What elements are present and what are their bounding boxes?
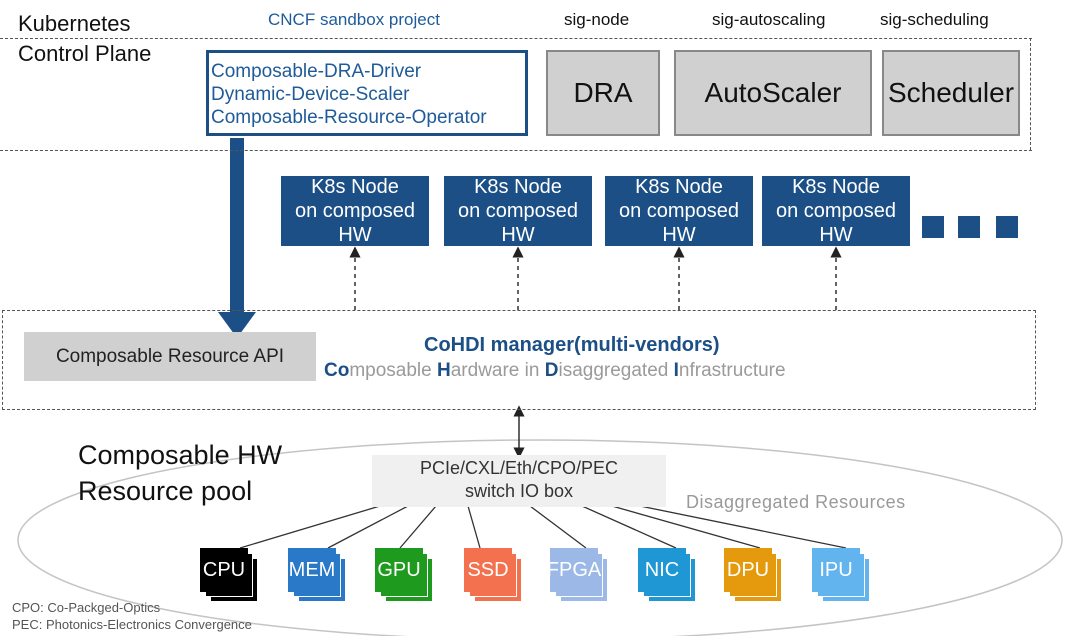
subtitle-strong-i: I — [673, 360, 679, 381]
k8s-node-line1: K8s Node — [311, 176, 399, 198]
subtitle-strong-co: Co — [324, 360, 350, 381]
disaggregated-resources-label: Disaggregated Resources — [686, 492, 906, 512]
k8s-node-line1: K8s Node — [474, 176, 562, 198]
k8s-node-line1: K8s Node — [635, 176, 723, 198]
control-plane-right-border — [1030, 38, 1031, 150]
cncf-projects-box — [206, 50, 528, 136]
resource-pool-title-line1: Composable HW — [78, 440, 283, 470]
resource-card-nic: NIC — [638, 548, 686, 592]
node-links — [349, 246, 842, 310]
resource-card-gpu: GPU — [375, 548, 423, 592]
k8s-node-line3: HW — [819, 224, 853, 246]
resource-card-fpga: FPGA — [547, 548, 601, 592]
composable-resource-api: Composable Resource API — [24, 332, 316, 381]
switch-to-resource-link — [467, 505, 481, 549]
project-composable-resource-operator: Composable-Resource-Operator — [211, 107, 487, 128]
more-nodes-dot-1 — [922, 216, 944, 238]
cncf-label: CNCF sandbox project — [268, 10, 440, 29]
subtitle-rest-2: ardware in — [450, 360, 545, 381]
footnote-pec: PEC: Photonics-Electronics Convergence — [12, 617, 252, 632]
switch-to-resource-link — [639, 505, 847, 549]
autoscaler-component: AutoScaler — [674, 50, 872, 136]
more-nodes-dot-3 — [996, 216, 1018, 238]
control-plane-bottom-border — [0, 150, 1032, 151]
sig-node-label: sig-node — [564, 10, 630, 29]
sig-scheduling-label: sig-scheduling — [880, 10, 989, 29]
resource-card-cpu: CPU — [200, 548, 248, 592]
cohdi-manager-box — [2, 310, 1036, 410]
cohdi-manager-subtitle: Composable Hardware in Disaggregated Inf… — [324, 361, 786, 380]
control-to-api-arrow-head — [218, 312, 256, 338]
switch-io-box: PCIe/CXL/Eth/CPO/PEC switch IO box — [372, 455, 666, 507]
subtitle-rest-1: mposable — [349, 360, 437, 381]
k8s-node-1: K8s Node on composed HW — [281, 176, 429, 246]
k8s-node-line3: HW — [338, 224, 372, 246]
subtitle-strong-h: H — [437, 360, 451, 381]
footnote-cpo: CPO: Co-Packged-Optics — [12, 600, 161, 615]
k8s-node-line1: K8s Node — [792, 176, 880, 198]
k8s-node-2: K8s Node on composed HW — [444, 176, 592, 246]
k8s-node-line3: HW — [501, 224, 535, 246]
switch-to-resource-link — [529, 505, 587, 549]
control-plane-top-border — [0, 38, 1032, 39]
resource-pool-title-line2: Resource pool — [78, 476, 253, 506]
switch-to-resource-link — [581, 505, 677, 549]
switch-to-resource-link — [399, 505, 437, 549]
cohdi-manager-title: CoHDI manager(multi-vendors) — [424, 334, 720, 356]
sig-autoscaling-label: sig-autoscaling — [712, 10, 826, 29]
switch-to-resource-link — [327, 505, 409, 549]
k8s-node-line2: on composed — [618, 200, 740, 222]
k8s-node-4: K8s Node on composed HW — [762, 176, 910, 246]
resource-card-mem: MEM — [288, 548, 336, 592]
resource-card-ssd: SSD — [464, 548, 512, 592]
subtitle-rest-3: isaggregated — [558, 360, 674, 381]
scheduler-component: Scheduler — [882, 50, 1020, 136]
k8s-node-line2: on composed — [294, 200, 416, 222]
dra-component: DRA — [546, 50, 660, 136]
k8s-node-line3: HW — [662, 224, 696, 246]
k8s-node-line2: on composed — [775, 200, 897, 222]
resource-pool-ellipse — [17, 439, 1063, 636]
switch-fan-links — [239, 505, 847, 549]
k8s-node-3: K8s Node on composed HW — [605, 176, 753, 246]
resource-card-ipu: IPU — [812, 548, 860, 592]
subtitle-strong-d: D — [544, 360, 559, 381]
switch-io-line2: switch IO box — [464, 481, 574, 501]
resource-card-dpu: DPU — [724, 548, 772, 592]
switch-to-resource-link — [611, 505, 761, 549]
project-composable-dra-driver: Composable-DRA-Driver — [211, 61, 422, 82]
control-plane-title-line2: Control Plane — [18, 41, 152, 66]
subtitle-rest-4: nfrastructure — [678, 360, 786, 381]
switch-to-resource-link — [239, 505, 381, 549]
project-dynamic-device-scaler: Dynamic-Device-Scaler — [211, 84, 410, 105]
more-nodes-dot-2 — [958, 216, 980, 238]
control-plane-title-line1: Kubernetes — [18, 11, 131, 36]
switch-io-line1: PCIe/CXL/Eth/CPO/PEC — [419, 458, 619, 478]
composable-resource-api-label: Composable Resource API — [55, 345, 285, 367]
k8s-node-line2: on composed — [457, 200, 579, 222]
